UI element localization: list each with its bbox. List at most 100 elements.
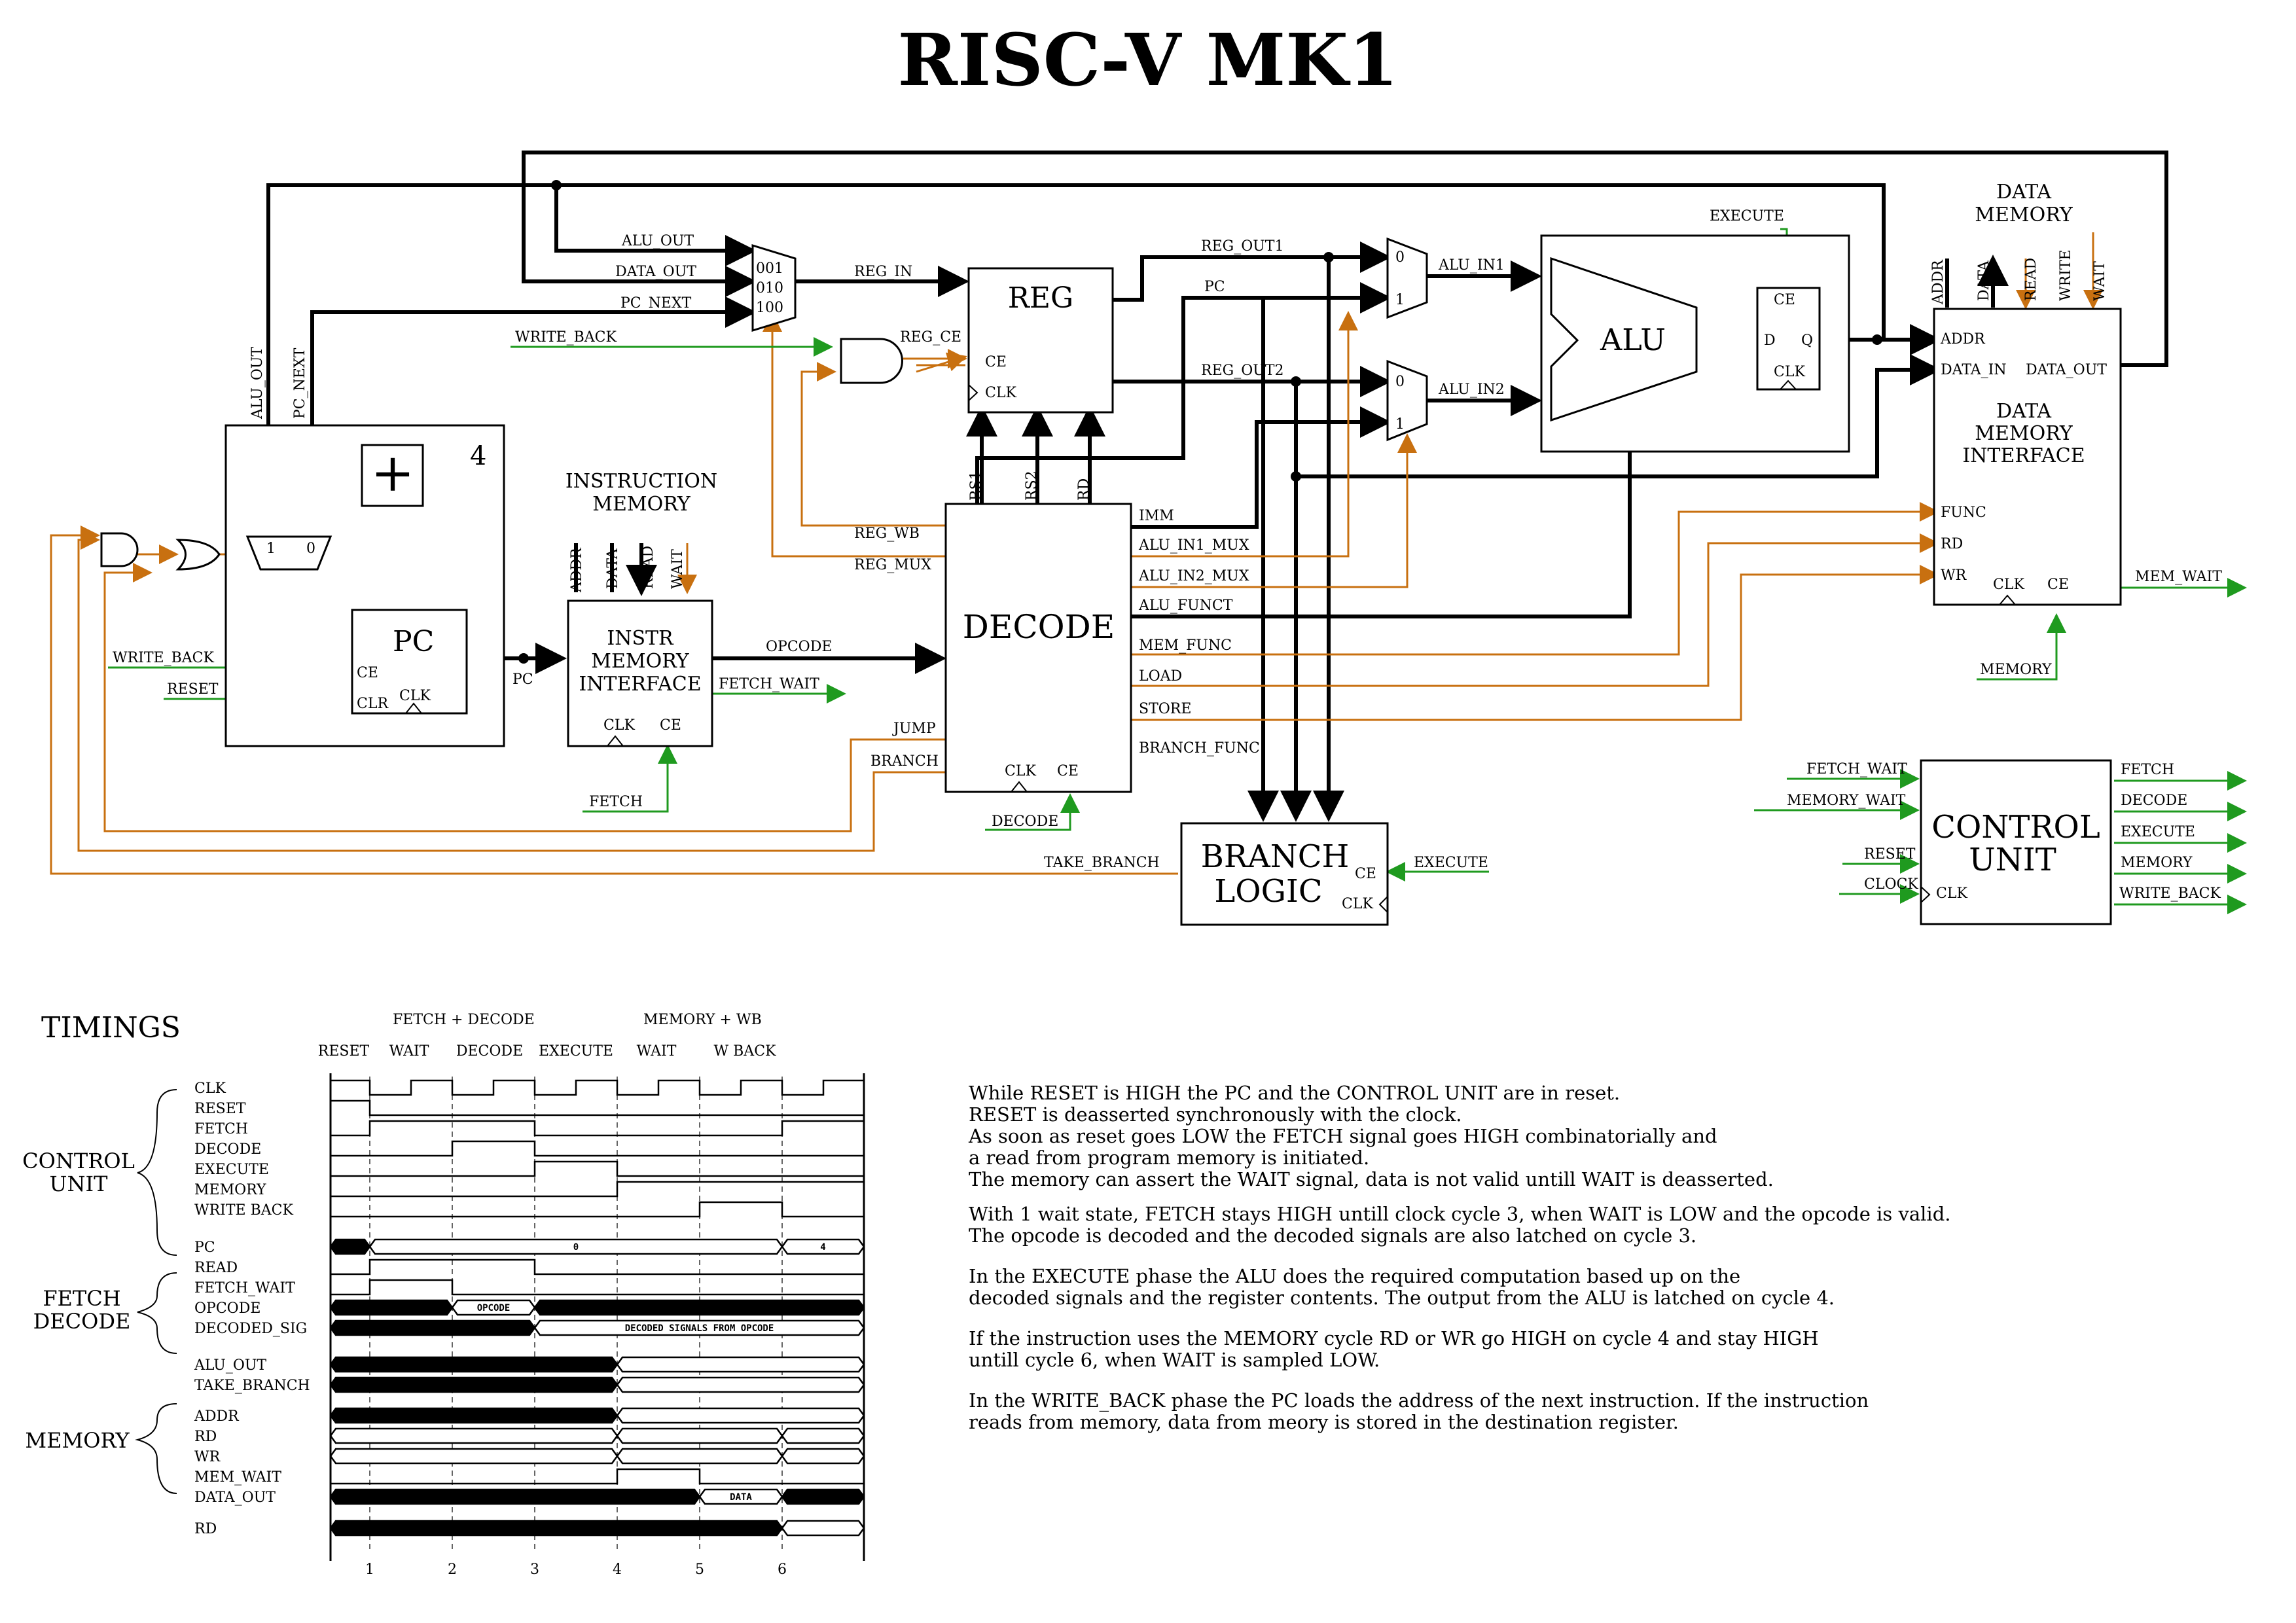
lbl-rs1: RS1 — [968, 471, 984, 501]
lbl-memory: MEMORY — [1980, 662, 2052, 678]
wave-decoded-sig-label: DECODED SIGNALS FROM OPCODE — [625, 1323, 774, 1334]
adder-plus-icon: + — [370, 442, 414, 503]
mux3-in-010: 010 — [756, 280, 783, 296]
decode-unit — [944, 503, 1132, 793]
alu-mux1-in1: 1 — [1395, 292, 1405, 308]
alu-mux2-in0: 0 — [1395, 374, 1405, 390]
wave-wr — [329, 1448, 619, 1465]
note-line: RESET is deasserted synchronously with t… — [969, 1103, 1462, 1126]
cu-out-memory: MEMORY — [2121, 855, 2193, 871]
lbl-execute2: EXECUTE — [1414, 855, 1488, 871]
timing-cycle-number: 5 — [695, 1561, 704, 1578]
cu-in-reset: RESET — [1864, 846, 1916, 863]
timing-phase-label: W BACK — [714, 1043, 776, 1060]
wave-reset — [331, 1099, 864, 1116]
data-mem-title2: MEMORY — [1975, 204, 2073, 226]
wave-alu-out — [616, 1356, 865, 1373]
lbl-take-branch: TAKE_BRANCH — [1044, 855, 1160, 871]
reg-name: REG — [1008, 281, 1073, 315]
note-line: The memory can assert the WAIT signal, d… — [969, 1168, 1774, 1190]
wave-memory — [331, 1181, 864, 1198]
timing-signal-name: TAKE_BRANCH — [194, 1378, 310, 1394]
lbl-store: STORE — [1139, 701, 1191, 717]
control-unit-clk: CLK — [1936, 885, 1967, 902]
wave-read — [331, 1258, 864, 1275]
lbl-im-wait: WAIT — [670, 549, 686, 589]
lbl-reg-out2: REG_OUT2 — [1201, 363, 1283, 379]
alu-mux1-in0: 0 — [1395, 249, 1405, 266]
reg-ce: CE — [985, 354, 1007, 370]
data-mem-wr: WR — [1941, 567, 1967, 584]
adder-constant: 4 — [470, 441, 486, 471]
wave-pc — [781, 1238, 865, 1255]
data-mem-interface — [1933, 308, 2122, 606]
control-unit-line1: CONTROL — [1931, 809, 2100, 846]
alu-name: ALU — [1600, 322, 1666, 357]
timing-phase-label: EXECUTE — [539, 1043, 613, 1060]
timing-signal-name: WRITE BACK — [194, 1202, 293, 1219]
lbl-im-read: READ — [640, 546, 656, 589]
phase-group-fetch-decode: FETCH + DECODE — [393, 1012, 535, 1028]
data-mem-rd: RD — [1941, 536, 1963, 552]
note-line: In the WRITE_BACK phase the PC loads the… — [969, 1389, 1869, 1412]
timing-signal-name: PC — [194, 1240, 215, 1256]
wave-rd2 — [781, 1520, 865, 1537]
wave-addr — [616, 1407, 865, 1424]
and-gate-left — [100, 532, 139, 567]
timing-cycle-number: 3 — [530, 1561, 539, 1578]
timing-signal-name: ALU_OUT — [194, 1357, 266, 1374]
alu-mux1 — [1386, 237, 1428, 319]
instr-mem-title2: MEMORY — [592, 493, 691, 516]
group-memory-line1: MEMORY — [25, 1428, 130, 1453]
register-file — [967, 267, 1114, 414]
lbl-pc: PC — [1204, 279, 1225, 295]
lbl-write-back2: WRITE_BACK — [113, 650, 214, 666]
reg-clk: CLK — [985, 385, 1016, 401]
lbl-reg-out1: REG_OUT1 — [1201, 238, 1283, 255]
data-buses — [253, 151, 2168, 822]
mux3-in-001: 001 — [756, 260, 783, 277]
lbl-reg-mux: REG_MUX — [854, 557, 931, 573]
instr-mem-ce: CE — [660, 717, 681, 734]
lbl-dm-wait: WAIT — [2092, 261, 2108, 301]
lbl-reg-ce: REG_CE — [900, 329, 961, 346]
timing-signal-name: FETCH_WAIT — [194, 1280, 295, 1296]
pc-clr: CLR — [357, 696, 389, 712]
wave-rd2 — [329, 1520, 783, 1537]
decode-ce: CE — [1057, 763, 1079, 779]
wave-clk — [331, 1079, 864, 1096]
pc-register-name: PC — [393, 625, 434, 658]
branch-logic-clk: CLK — [1342, 896, 1373, 912]
wave-pc-label: 4 — [820, 1242, 825, 1253]
wave-mem-wait — [331, 1468, 864, 1485]
wave-wr — [616, 1448, 783, 1465]
instr-mem-line3: INTERFACE — [579, 673, 701, 696]
dff-q: Q — [1801, 332, 1813, 349]
lbl-branch: BRANCH — [870, 753, 939, 770]
note-line: In the EXECUTE phase the ALU does the re… — [969, 1265, 1740, 1287]
timing-phase-label: WAIT — [389, 1043, 429, 1060]
timing-signal-name: CLK — [194, 1080, 226, 1097]
note-line: If the instruction uses the MEMORY cycle… — [969, 1327, 1819, 1349]
lbl-vert-pc-next: PC_NEXT — [292, 348, 308, 419]
instr-mem-line1: INSTR — [607, 627, 674, 650]
lbl-reg-wb: REG_WB — [854, 526, 920, 542]
pc-register — [351, 609, 468, 715]
decode-clk: CLK — [1005, 763, 1036, 779]
wave-alu-out — [329, 1356, 619, 1373]
lbl-data-out: DATA_OUT — [615, 264, 696, 280]
pc-adder — [361, 444, 424, 507]
pc-mux-in1: 1 — [266, 541, 276, 557]
timing-cycle-number: 1 — [365, 1561, 374, 1578]
wave-addr — [329, 1407, 619, 1424]
timing-signal-name: RESET — [194, 1101, 246, 1117]
lbl-load: LOAD — [1139, 668, 1182, 685]
lbl-im-data: DATA — [605, 548, 621, 589]
lbl-pc-out: PC — [512, 671, 533, 688]
lbl-execute: EXECUTE — [1710, 208, 1784, 224]
timing-notes: While RESET is HIGH the PC and the CONTR… — [968, 1082, 1950, 1433]
note-line: a read from program memory is initiated. — [969, 1147, 1369, 1169]
lbl-fetch: FETCH — [589, 794, 643, 810]
branch-logic-line1: BRANCH — [1201, 838, 1350, 875]
